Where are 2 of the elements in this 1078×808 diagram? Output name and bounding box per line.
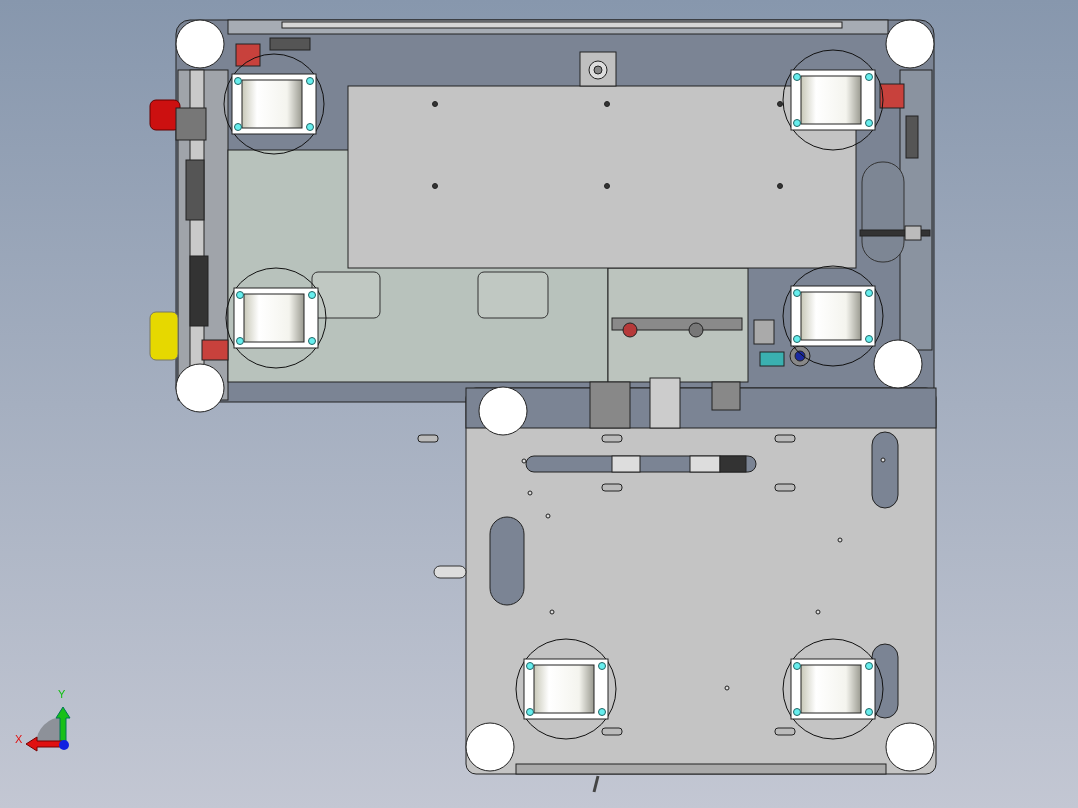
axis-label: X	[15, 733, 23, 745]
axis-label: Y	[58, 688, 66, 700]
